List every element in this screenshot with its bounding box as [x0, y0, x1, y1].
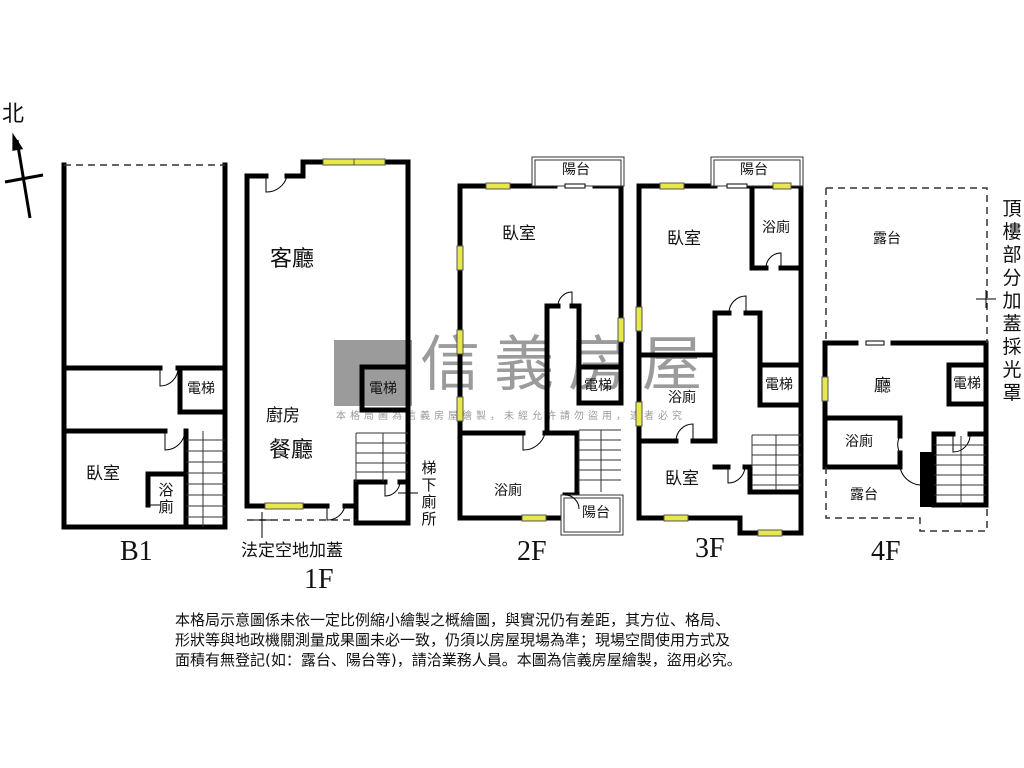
- f4-terrace-top-label: 露台: [873, 231, 901, 247]
- floor-b1-walls: [61, 162, 228, 530]
- f2-elevator-label: 電梯: [584, 378, 612, 394]
- floor-label-3f: 3F: [695, 533, 725, 564]
- floor-4f-terrace-boundary: [825, 187, 988, 343]
- watermark-subtext: 本格局圖為信義房屋繪製，未經允許請勿盜用，違者必究: [336, 411, 686, 422]
- floor-4f-lower-terrace-boundary: [825, 467, 988, 532]
- floor-label-1f: 1F: [304, 564, 334, 595]
- door-swings: [148, 175, 971, 521]
- floor-2f-balcony-top-outline: [531, 156, 625, 187]
- f2-balcony-bottom-label: 陽台: [582, 505, 610, 521]
- disclaimer-note: 本格局示意圖係未依一定比例縮小繪製之概繪圖，與實況仍有差距，其方位、格局、 形狀…: [175, 610, 865, 670]
- floor-1f-walls: [244, 159, 411, 526]
- f1-kitchen-label: 廚房: [266, 406, 300, 426]
- b1-bath-label: 浴廁: [158, 481, 174, 516]
- f4-terrace-bottom-label: 露台: [850, 487, 878, 503]
- stairs: [186, 429, 986, 527]
- f4-skylight-annotation: 頂樓部分加蓋採光罩: [1002, 198, 1022, 404]
- windows: [264, 158, 829, 537]
- f2-bedroom-label: 臥室: [502, 224, 536, 244]
- north-label: 北: [2, 102, 25, 127]
- f3-bedroom-bottom-label: 臥室: [665, 469, 699, 489]
- f3-elevator-label: 電梯: [765, 377, 793, 393]
- disclaimer-line: 面積有無登記(如：露台、陽台等)，請洽業務人員。本圖為信義房屋繪製，盜用必究。: [175, 651, 742, 669]
- f1-living-room-label: 客廳: [270, 247, 315, 272]
- floor-4f-walls: [822, 340, 989, 508]
- f3-bath-mid-label: 浴廁: [668, 390, 696, 406]
- floor-2f-balcony-bottom-outline: [560, 494, 624, 536]
- f3-bath-top-label: 浴廁: [762, 220, 790, 236]
- floor-label-4f: 4F: [871, 536, 901, 567]
- f2-bath-label: 浴廁: [494, 483, 522, 499]
- f2-balcony-top-label: 陽台: [562, 162, 590, 178]
- north-arrow-icon: [4, 132, 44, 219]
- floor-label-2f: 2F: [517, 536, 547, 567]
- b1-elevator-label: 電梯: [187, 381, 215, 397]
- floor-4f-stair-landing: [920, 452, 934, 507]
- disclaimer-line: 形狀等與地政機關測量成果圖未必一致，仍須以房屋現場為準；現場空間使用方式及: [175, 631, 731, 649]
- b1-bedroom-label: 臥室: [86, 464, 120, 484]
- f1-under-stair-toilet-label: 梯下廁所: [421, 459, 437, 528]
- floor-label-b1: B1: [120, 536, 153, 567]
- f4-elevator-label: 電梯: [953, 376, 981, 392]
- f1-open-space-annotation: 法定空地加蓋: [241, 541, 343, 561]
- watermark-logo-icon: [334, 340, 412, 406]
- disclaimer-line: 本格局示意圖係未依一定比例縮小繪製之概繪圖，與實況仍有差距，其方位、格局、: [175, 611, 731, 629]
- f1-dining-room-label: 餐廳: [269, 438, 314, 463]
- f4-bath-label: 浴廁: [845, 434, 873, 450]
- f1-elevator-label: 電梯: [369, 381, 397, 397]
- floor-3f-balcony-outline: [710, 156, 804, 187]
- f3-bedroom-top-label: 臥室: [667, 229, 701, 249]
- f4-hall-label: 廳: [874, 376, 891, 396]
- watermark-brand: 信義房屋: [420, 330, 716, 400]
- f3-balcony-label: 陽台: [740, 162, 768, 178]
- floor-2f-walls: [457, 183, 624, 521]
- floor-3f-walls: [636, 183, 804, 536]
